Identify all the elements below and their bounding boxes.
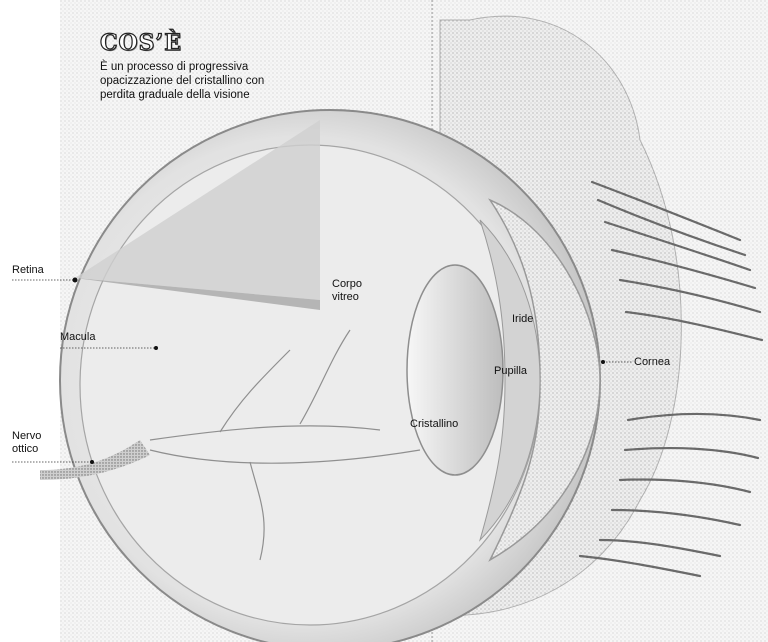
label-corpo-vitreo: Corpo vitreo	[332, 278, 362, 304]
retina-dot	[73, 278, 78, 283]
label-cristallino: Cristallino	[410, 418, 458, 431]
macula-dot	[154, 346, 158, 350]
description: È un processo di progressiva opacizzazio…	[100, 60, 300, 102]
label-iride: Iride	[512, 313, 533, 326]
label-cornea: Cornea	[634, 356, 670, 369]
lens	[407, 265, 503, 475]
label-macula: Macula	[60, 331, 95, 344]
cornea-dot	[601, 360, 605, 364]
label-retina: Retina	[12, 264, 44, 277]
label-nervo-ottico: Nervo ottico	[12, 430, 41, 456]
nervo-ottico-dot	[90, 460, 94, 464]
label-pupilla: Pupilla	[494, 365, 527, 378]
page-title: COS’È	[100, 30, 182, 56]
